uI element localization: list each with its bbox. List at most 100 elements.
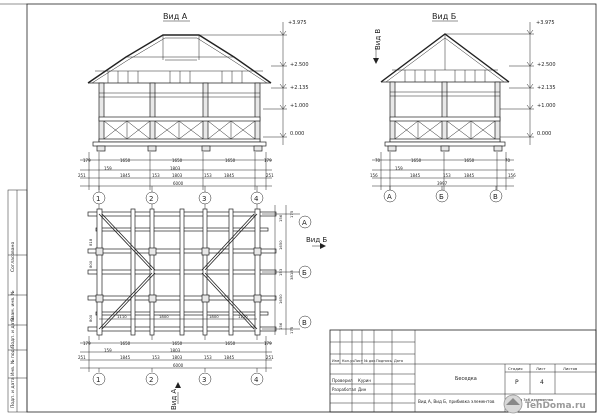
stamp-footer-note: Беседка 3х6 деревянная: [507, 398, 553, 402]
plan-right-dim-2: 1650: [278, 240, 283, 250]
view-a-level-1: +3.975: [288, 20, 307, 26]
plan-bottom-dim-14: 251: [266, 355, 274, 360]
view-b-dim-7: 153: [443, 173, 451, 178]
view-b-dim-total: 3997: [437, 181, 448, 186]
view-b-post-3: [494, 81, 501, 147]
plan-left-dim-3: 800: [88, 314, 93, 322]
view-b-axis-1: А: [387, 193, 392, 201]
view-b-title: Вид Б: [432, 12, 456, 21]
view-a-axis-3: 3: [202, 195, 206, 203]
view-a-base: [92, 141, 267, 147]
plan-right-dim-4: 1650: [278, 294, 283, 304]
view-a-dim-9: 153: [152, 173, 160, 178]
plan-bottom-dim-4: 1650: [225, 341, 236, 346]
strip-label-2: Взам. инв. №: [10, 290, 16, 321]
plan-bottom-dim-1: 179: [83, 341, 91, 346]
plan-right-total: 3818: [289, 270, 294, 280]
stamp-sheet-title: Вид А, Вид Б, прибивка элементов: [418, 399, 495, 404]
view-a-dim-12: 1845: [224, 173, 235, 178]
view-b-dim-4: 70: [505, 158, 511, 163]
plan-bottom-dim-7: 1803: [170, 348, 181, 353]
view-b-dim-3: 1650: [464, 158, 475, 163]
plan-inner-dim-3: 1800: [209, 314, 219, 319]
watermark: TehDoma.ru: [503, 394, 586, 414]
plan-axis-bottom-1: 1: [96, 376, 100, 384]
left-side-strip: Согласовано Взам. инв. № Подп. и дата Ин…: [7, 189, 28, 413]
plan-bottom-dim-6: 159: [104, 348, 112, 353]
stamp-header-list: Лист: [354, 359, 363, 363]
strip-label-3: Подп. и дата: [10, 317, 16, 348]
watermark-text: TehDoma.ru: [525, 401, 586, 411]
plan-bottom-dim-8: 1845: [120, 355, 131, 360]
plan-view-a-arrow-label: Вид А: [170, 389, 178, 410]
view-a-level-5: 0.000: [290, 131, 304, 137]
roof-plan: А Б В 156 1650 153 1650 156 3818 175 175…: [78, 204, 327, 410]
stamp-header-kol: Кол.уч: [342, 359, 354, 363]
plan-right-dim-5: 156: [278, 322, 283, 330]
view-a-axis-1: 1: [96, 195, 100, 203]
plan-left-dim-2: 800: [88, 260, 93, 268]
view-a-dim-6: 159: [104, 166, 112, 171]
plan-axis-bottom-3: 3: [202, 376, 206, 384]
stamp-project-title: Беседка: [455, 376, 477, 382]
view-a-dim-14: 251: [266, 173, 274, 178]
strip-label-4: Инв. № подл.: [10, 345, 16, 376]
view-b-dim-8: 1845: [464, 173, 475, 178]
plan-axis-right-3: В: [302, 319, 307, 327]
view-a-dim-5: 179: [264, 158, 272, 163]
strip-label-1: Согласовано: [10, 242, 16, 272]
view-a-post-4: [254, 82, 261, 146]
view-b-level-4: +1.000: [537, 103, 556, 109]
plan-bottom-dim-12: 1845: [224, 355, 235, 360]
stamp-name-checked: Курин: [358, 378, 371, 383]
view-a-axis-2: 2: [149, 195, 153, 203]
view-a-dim-1: 179: [83, 158, 91, 163]
view-a-dim-7: 1803: [170, 166, 181, 171]
view-a-post-1: [98, 82, 105, 146]
stamp-row-checked: Проверил: [332, 378, 353, 383]
view-a: Вид А: [78, 12, 309, 205]
stamp-sheet-header: Лист: [536, 366, 546, 371]
view-b-level-3: +2.135: [537, 85, 556, 91]
plan-bottom-dim-9: 153: [152, 355, 160, 360]
view-b-side-label: Вид В: [374, 29, 382, 50]
view-a-dim-13: 251: [78, 173, 86, 178]
plan-view-b-arrow-label: Вид Б: [306, 236, 327, 244]
view-b-dim-5: 159: [395, 166, 403, 171]
plan-right-extra-2: 175: [289, 326, 294, 334]
plan-bottom-dim-2: 1650: [120, 341, 131, 346]
view-b-post-1: [389, 81, 396, 147]
plan-bottom-dim-10: 1803: [172, 355, 183, 360]
plan-left-dim-1: 818: [88, 238, 93, 246]
view-b-level-2: +2.500: [537, 62, 556, 68]
plan-bottom-dim-13: 251: [78, 355, 86, 360]
plan-axis-bottom-2: 2: [149, 376, 153, 384]
plan-right-dim-1: 156: [278, 214, 283, 222]
view-b-axis-3: В: [493, 193, 498, 201]
plan-bottom-dim-11: 153: [204, 355, 212, 360]
title-block: Изм Кол.уч Лист № док Подпись Дата Прове…: [329, 329, 597, 413]
plan-axis-right-2: Б: [302, 269, 307, 277]
view-a-roof: [87, 34, 272, 84]
plan-right-dim-3: 153: [278, 268, 283, 276]
view-b-dim-2: 1650: [411, 158, 422, 163]
stamp-stage-value: Р: [515, 379, 519, 386]
stamp-header-date: Дата: [394, 359, 403, 363]
plan-right-extra-1: 175: [289, 210, 294, 218]
view-a-level-3: +2.135: [290, 85, 309, 91]
plan-bottom-total: 6000: [173, 363, 184, 368]
stamp-row-developed: Разработал: [332, 387, 357, 392]
view-b-dim-6: 1845: [410, 173, 421, 178]
plan-bottom-dim-5: 179: [264, 341, 272, 346]
view-a-title: Вид А: [163, 12, 188, 21]
view-a-dim-10: 1803: [172, 173, 183, 178]
view-b-level-5: 0.000: [537, 131, 551, 137]
stamp-header-sign: Подпись: [376, 359, 392, 363]
view-a-level-4: +1.000: [290, 103, 309, 109]
plan-axis-right-1: А: [302, 219, 307, 227]
view-b-axis-2: Б: [439, 193, 444, 201]
view-a-axis-4: 4: [254, 195, 259, 203]
plan-axis-bottom-4: 4: [254, 376, 259, 384]
plan-inner-dim-4: 1110: [238, 314, 248, 319]
